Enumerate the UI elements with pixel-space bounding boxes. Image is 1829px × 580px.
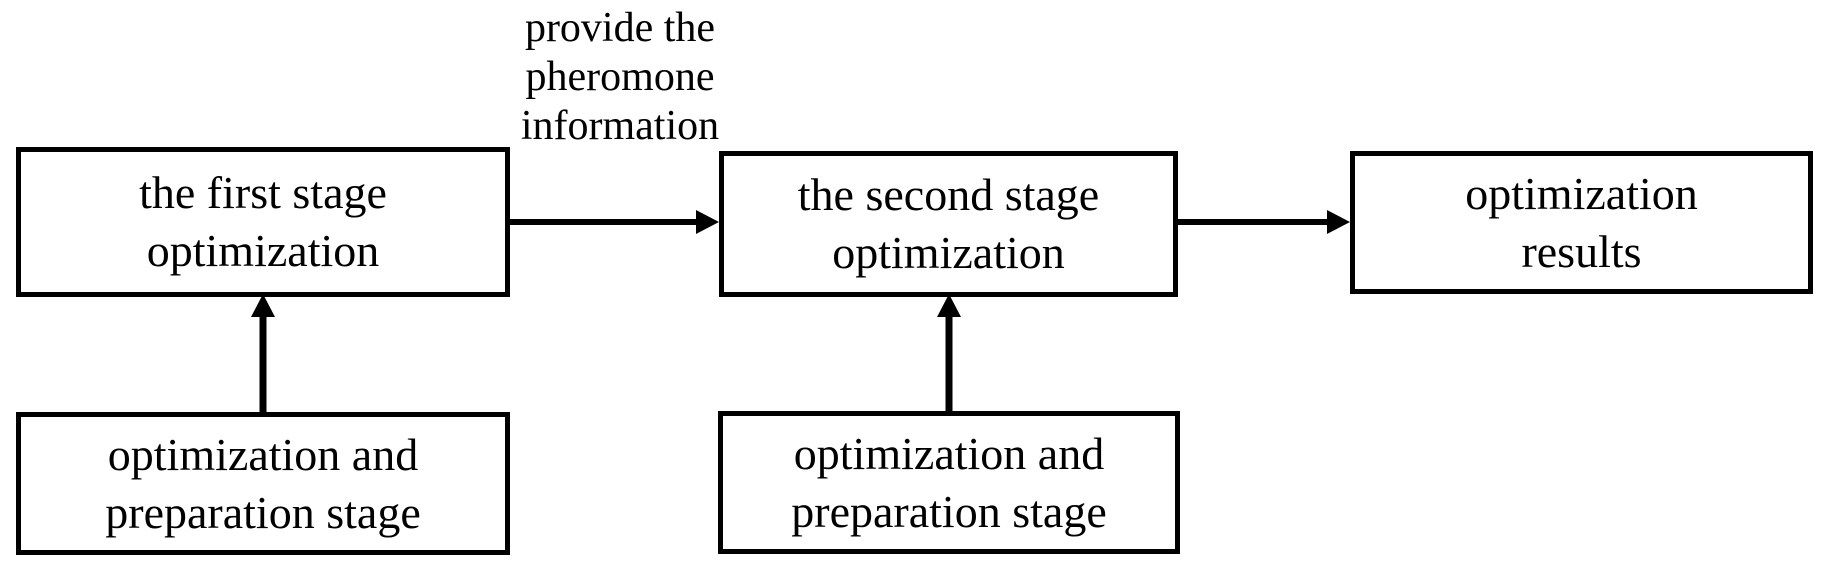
arrowhead [696, 210, 719, 234]
box-prep-stage-right: optimization and preparation stage [718, 411, 1180, 554]
box-text-line: the second stage [797, 169, 1100, 220]
box-text-line: optimization and [107, 428, 419, 480]
box-text-line: optimization [146, 225, 380, 276]
arrowhead [251, 294, 275, 317]
edge-label-line: provide the [524, 5, 716, 51]
box-optimization-results: optimization results [1350, 151, 1813, 294]
box-text-line: preparation stage [791, 485, 1107, 537]
box-prep-stage-left: optimization and preparation stage [16, 412, 510, 555]
box-text-line: results [1521, 225, 1642, 277]
edge-label-line: pheromone [525, 54, 715, 100]
box-text-line: preparation stage [105, 486, 421, 538]
box-text-line: optimization and [793, 427, 1105, 479]
arrowhead [1327, 210, 1350, 234]
arrow-second-to-results [1178, 210, 1350, 234]
arrow-first-to-second [510, 210, 719, 234]
arrow-prep-right-to-second [937, 294, 961, 411]
box-text-line: optimization [832, 227, 1065, 278]
arrow-prep-left-to-first [251, 294, 275, 412]
edge-label-line: information [520, 103, 720, 149]
arrowhead [937, 294, 961, 317]
box-second-stage-optimization: the second stage optimization [719, 151, 1178, 297]
edge-label-pheromone-information: provide the pheromone information [495, 4, 745, 151]
box-text-line: optimization [1465, 167, 1698, 219]
box-text-line: the first stage [139, 167, 387, 218]
box-first-stage-optimization: the first stage optimization [16, 147, 510, 297]
